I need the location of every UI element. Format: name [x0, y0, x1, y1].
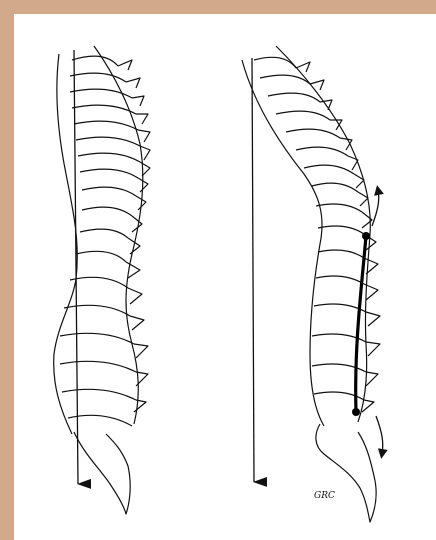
spine-left-vertebrae	[60, 56, 140, 426]
illustration-canvas: GRC	[14, 14, 436, 540]
tension-band-bottom-anchor	[352, 408, 360, 416]
spine-illustration: GRC	[14, 14, 436, 540]
tension-band-top-anchor	[362, 232, 370, 240]
plumb-line-right	[252, 58, 254, 482]
tension-band-right	[356, 236, 366, 412]
spine-left-posterior-outline	[94, 46, 143, 424]
spine-left-anterior-outline	[54, 54, 78, 434]
spine-left	[54, 46, 150, 514]
spine-left-sacrum	[74, 432, 130, 514]
spine-right-anterior-outline	[242, 60, 324, 426]
artist-signature: GRC	[314, 491, 335, 501]
rotation-arrow-upper	[372, 190, 379, 226]
spine-right	[242, 46, 380, 522]
spine-right-sacrum	[316, 424, 376, 522]
rotation-arrow-lower	[376, 416, 383, 454]
